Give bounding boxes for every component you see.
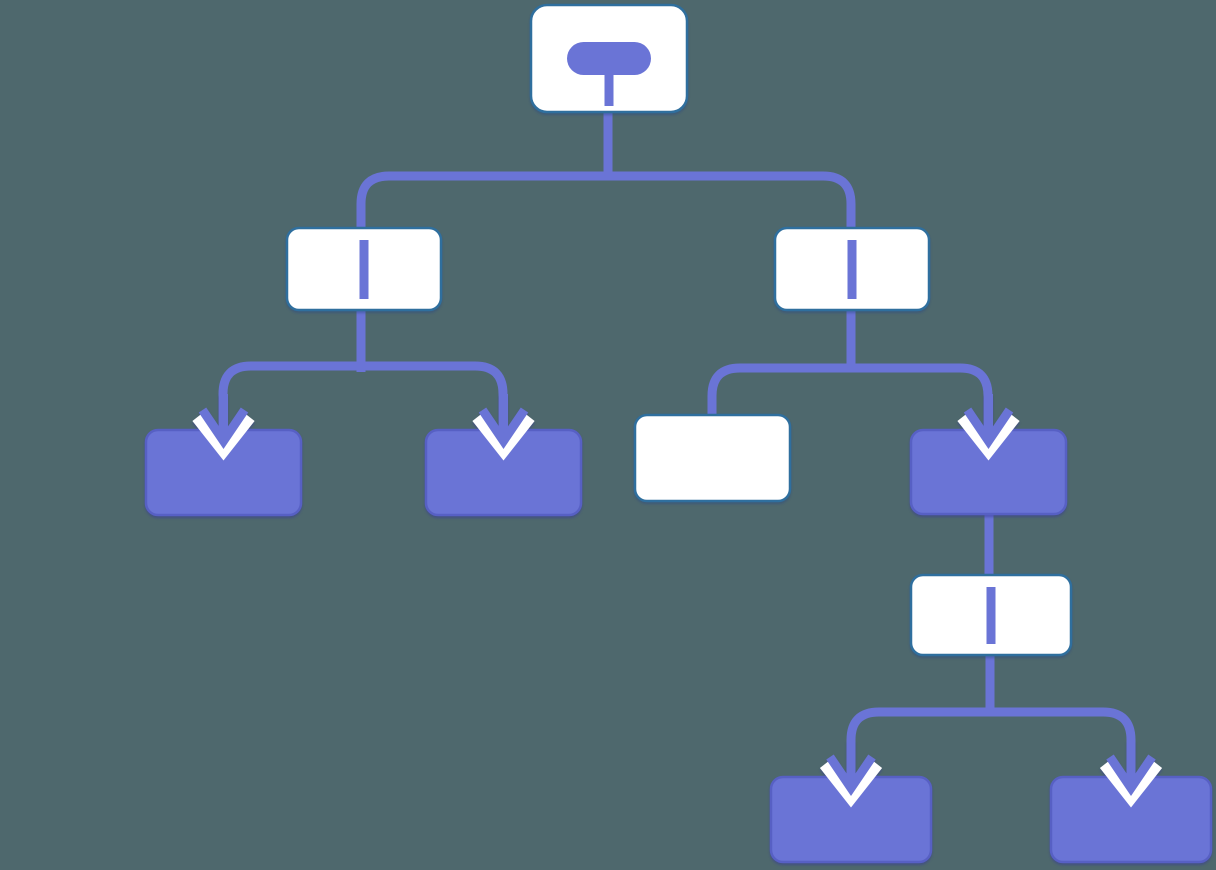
edge-left-branch [218,361,508,432]
leaf-node-bottom-2[interactable] [1049,741,1213,864]
root-pill-icon [567,42,651,106]
leaf-node-bottom-1[interactable] [769,741,933,864]
chevron-down-arrow-icon [192,394,255,461]
chevron-down-arrow-icon [472,394,535,461]
chevron-down-arrow-icon [1099,741,1163,808]
branch-node-left[interactable] [285,226,443,312]
chevron-down-arrow-icon [819,741,883,808]
root-node[interactable] [529,3,689,114]
leaf-node-left-1[interactable] [144,394,303,517]
edge-bottom-branch [846,707,1136,780]
edge-level1-branch [356,171,856,231]
edge-right-branch [707,363,993,432]
leaf-node-right-2[interactable] [909,394,1068,516]
chevron-down-arrow-icon [957,394,1020,461]
white-node-right-1-box [633,413,792,503]
leaf-node-left-2[interactable] [424,394,583,517]
branch-node-right[interactable] [773,226,931,312]
branch-node-bottom[interactable] [909,573,1073,657]
white-node-right-1[interactable] [633,413,792,503]
